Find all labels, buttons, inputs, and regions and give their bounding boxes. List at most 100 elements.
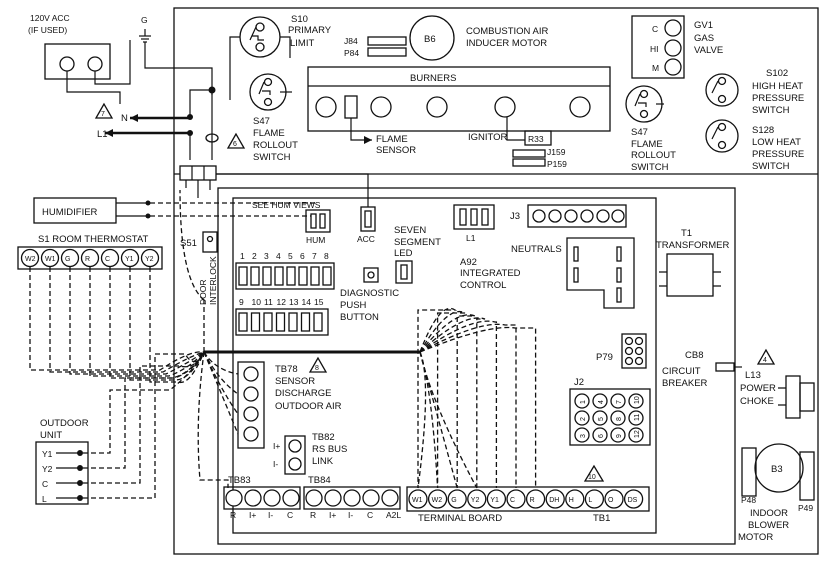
- tb84-label: TB84: [308, 475, 331, 486]
- svg-text:UNIT: UNIT: [40, 430, 62, 441]
- tb78-sensor-terminal: [237, 361, 265, 449]
- thermostat-terminal: [40, 248, 60, 268]
- svg-text:SWITCH: SWITCH: [631, 162, 669, 173]
- dip-number: 1: [240, 251, 245, 261]
- dip-switch[interactable]: [250, 266, 260, 286]
- acc-if-used-label: (IF USED): [28, 25, 67, 35]
- flame-rollout-switch-left: S47 FLAME ROLLOUT SWITCH: [249, 73, 298, 163]
- thermostat-terminal: [80, 248, 100, 268]
- terminal-screw: [362, 489, 380, 507]
- svg-text:J159: J159: [547, 147, 566, 157]
- j2-pin: [610, 427, 626, 443]
- dip-switch[interactable]: [238, 266, 248, 286]
- p79-connector: [621, 333, 647, 369]
- control-board-outline: [232, 197, 657, 534]
- dip-number: 14: [302, 297, 312, 307]
- svg-text:1: 1: [580, 400, 587, 404]
- dip-switch[interactable]: [274, 266, 284, 286]
- s128-label: S128: [752, 125, 774, 136]
- burner-assembly: BURNERS: [307, 66, 611, 132]
- tb1-terminal: [486, 489, 507, 509]
- svg-text:R33: R33: [528, 134, 544, 144]
- inducer-motor: J84 P84 B6 COMBUSTION AIR INDUCER MOTOR: [344, 15, 548, 61]
- svg-text:7: 7: [101, 111, 105, 118]
- dip-switch[interactable]: [250, 312, 261, 332]
- svg-text:P84: P84: [344, 48, 359, 58]
- s10-label: S10: [291, 14, 308, 25]
- warning-6-icon: 6: [226, 132, 246, 149]
- dip-switch[interactable]: [275, 312, 286, 332]
- flame-rollout-switch-right: S47 FLAME ROLLOUT SWITCH: [625, 85, 676, 173]
- svg-text:W1: W1: [412, 497, 423, 504]
- j2-pin: [592, 393, 608, 409]
- svg-text:RS BUS: RS BUS: [312, 444, 347, 455]
- svg-text:DS: DS: [628, 497, 638, 504]
- outdoor-unit-label: OUTDOOR: [40, 418, 89, 429]
- terminal-label: R: [310, 510, 316, 520]
- j2-pin: [610, 393, 626, 409]
- ground-icon: [139, 29, 151, 43]
- svg-text:ROLLOUT: ROLLOUT: [631, 150, 676, 161]
- outdoor-terminal: [77, 465, 83, 471]
- tb1-label: TB1: [593, 513, 610, 524]
- terminal-screw: [343, 489, 361, 507]
- svg-text:5: 5: [598, 417, 605, 421]
- cb8-label: CB8: [685, 350, 703, 361]
- p48-label: P48: [741, 495, 756, 505]
- svg-text:9: 9: [616, 434, 623, 438]
- dip-number: 4: [276, 251, 281, 261]
- svg-text:8: 8: [315, 365, 319, 372]
- j2-pin: [628, 427, 644, 443]
- outdoor-terminal-label: C: [42, 479, 48, 489]
- svg-text:C: C: [105, 256, 110, 263]
- svg-text:PUSH: PUSH: [340, 300, 367, 311]
- diagnostic-button-label: DIAGNOSTIC: [340, 288, 399, 299]
- svg-text:SEGMENT: SEGMENT: [394, 237, 441, 248]
- svg-text:10: 10: [588, 474, 596, 481]
- terminal-label: I+: [249, 510, 256, 520]
- dip-switch[interactable]: [300, 312, 311, 332]
- svg-text:11: 11: [634, 414, 641, 421]
- dip-switch[interactable]: [310, 266, 320, 286]
- dip-switch[interactable]: [313, 312, 323, 332]
- svg-text:OUTDOOR AIR: OUTDOOR AIR: [275, 401, 342, 412]
- svg-text:Y1: Y1: [490, 497, 499, 504]
- svg-text:INDUCER MOTOR: INDUCER MOTOR: [466, 38, 547, 49]
- dip-switch[interactable]: [298, 266, 308, 286]
- high-heat-pressure-switch: S102 HIGH HEAT PRESSURE SWITCH: [705, 68, 804, 116]
- dip-number: 10: [252, 297, 262, 307]
- dip-switch[interactable]: [288, 312, 298, 332]
- dip-switch[interactable]: [262, 266, 272, 286]
- a92-label: A92: [460, 257, 477, 268]
- svg-text:P159: P159: [547, 159, 567, 169]
- neutrals-label: NEUTRALS: [511, 244, 562, 255]
- svg-text:W2: W2: [25, 256, 36, 263]
- dip-switch[interactable]: [322, 266, 332, 286]
- warning-4-icon: 4: [756, 348, 776, 365]
- svg-text:C: C: [652, 24, 658, 34]
- j2-pin: [628, 393, 644, 409]
- s47-right-label: S47: [631, 127, 648, 138]
- dip-switch[interactable]: [286, 266, 296, 286]
- j2-pin: [574, 427, 590, 443]
- dip-number: 7: [312, 251, 317, 261]
- svg-text:PRIMARY: PRIMARY: [288, 25, 332, 36]
- svg-text:GAS: GAS: [694, 33, 714, 44]
- dip-number: 13: [289, 297, 299, 307]
- dip-switch[interactable]: [263, 312, 273, 332]
- terminal-screw: [263, 489, 281, 507]
- svg-text:4: 4: [763, 357, 767, 364]
- t1-label: T1: [681, 228, 692, 239]
- diagnostic-push-button[interactable]: [363, 267, 379, 283]
- terminal-screw: [244, 489, 262, 507]
- j2-label: J2: [574, 377, 584, 388]
- outdoor-terminal-label: Y2: [42, 464, 53, 474]
- tb1-terminal: [506, 489, 526, 509]
- outdoor-terminal: [77, 495, 83, 501]
- furnace-outline: [173, 7, 819, 555]
- dip-switch[interactable]: [238, 312, 248, 332]
- svg-text:PRESSURE: PRESSURE: [752, 149, 804, 160]
